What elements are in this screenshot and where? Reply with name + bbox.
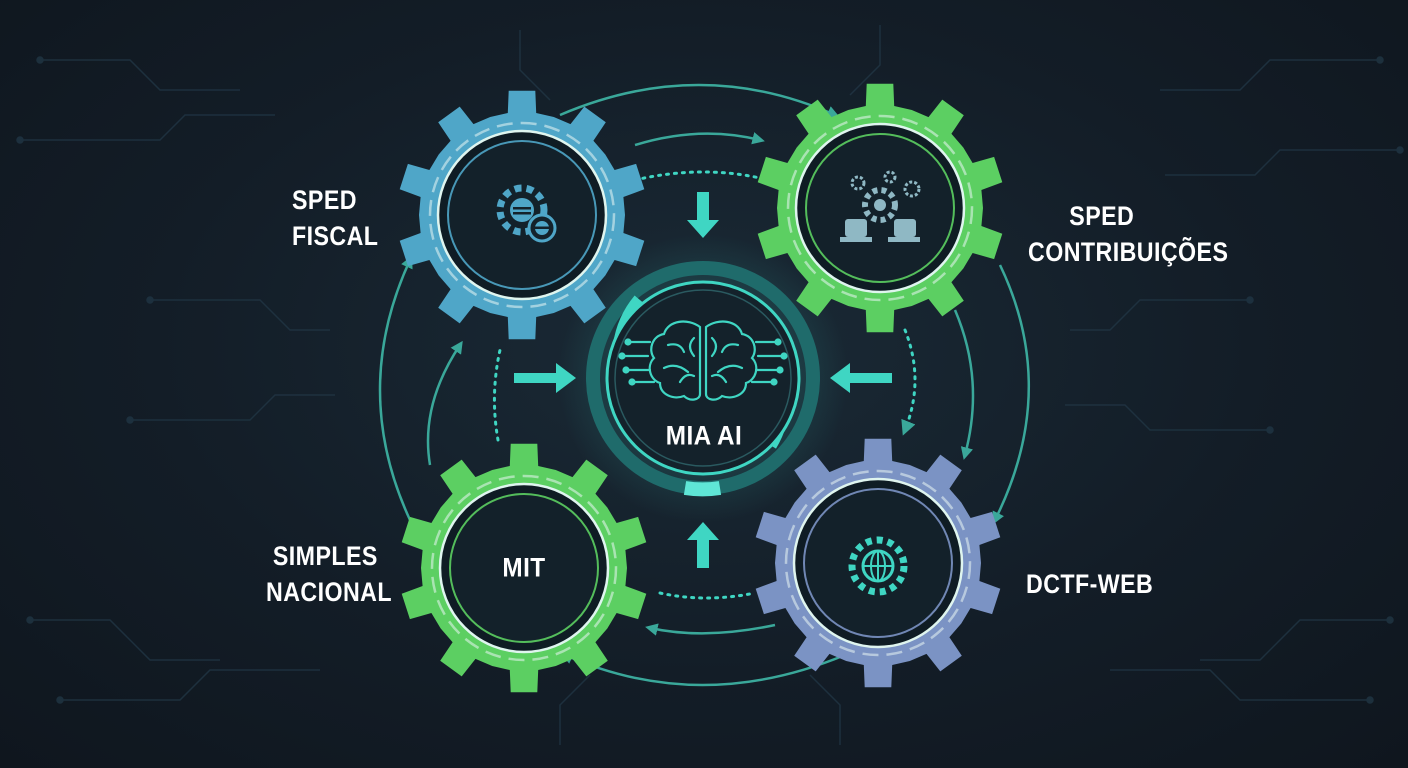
orbit-arc-right [992,264,1031,525]
gear-dashed-ring [428,121,616,309]
dotted-arcs [492,170,917,600]
label-line: CONTRIBUIÇÕES [1028,237,1229,267]
label-sped-contribuicoes: SPED CONTRIBUIÇÕES [1028,198,1228,270]
brain-circuit-icon [618,320,788,401]
label-line: FISCAL [292,221,379,251]
label-line: SPED [292,185,357,215]
mia-ai-hub[interactable] [586,261,820,497]
flow-arrows [514,192,892,568]
gear-face [449,493,599,643]
inner-arc-bottom [645,623,776,636]
gear-dashed-ring [430,474,618,662]
arrow-right-icon [514,363,576,393]
orbit-arcs [378,83,1031,687]
label-simples-nacional: SIMPLES NACIONAL [266,538,392,610]
label-line: NACIONAL [266,577,392,607]
circuit-background [16,25,1404,745]
orbit-arc-bottom [560,652,846,687]
orbit-arc-top [559,83,840,118]
inner-arc-top [634,132,765,147]
inner-arc-left [426,340,463,466]
arrow-up-icon [687,522,719,568]
gear-mit-label: MIT [502,552,546,583]
gear-simples-nacional[interactable] [401,443,647,693]
label-dctf-web: DCTF-WEB [1026,566,1153,602]
hub-label: MIA AI [665,420,743,451]
label-sped-fiscal: SPED FISCAL [292,182,378,254]
gear-dashed-ring [786,114,974,302]
label-line: SIMPLES [272,541,378,571]
label-line: SPED [1069,201,1135,231]
gear-dashed-ring [784,469,972,657]
arrow-down-icon [687,192,719,238]
gears-machine-icon [840,170,921,242]
label-line: DCTF-WEB [1026,569,1154,599]
globe-gear-icon [848,536,908,596]
arrow-left-icon [830,363,892,393]
gear-coin-icon [496,184,557,243]
orbit-arc-left [378,255,413,521]
inner-arc-right [953,309,975,460]
